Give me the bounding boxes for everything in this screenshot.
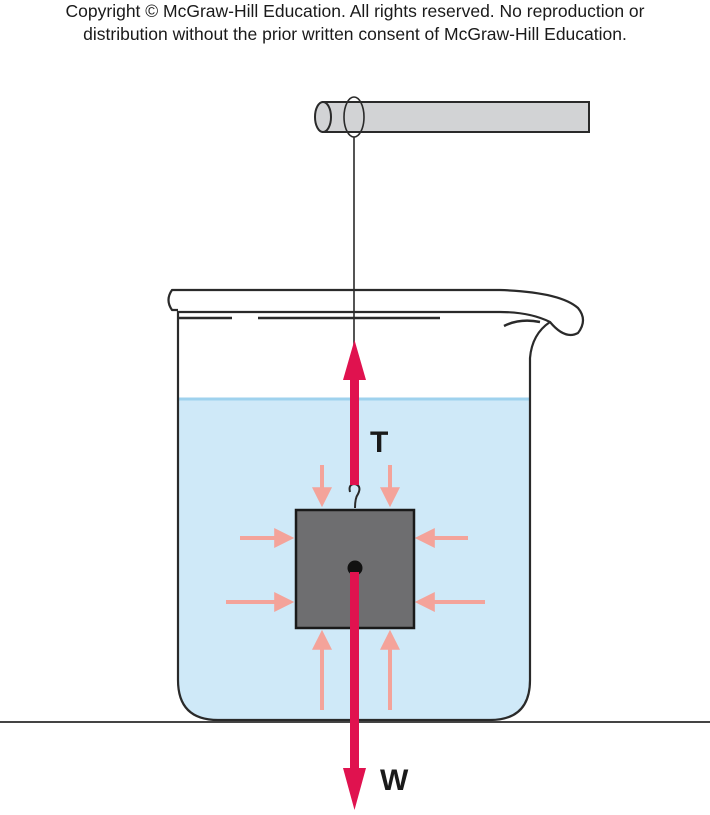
beaker-rim — [167, 288, 585, 337]
beaker-wall — [176, 310, 551, 722]
pressure-arrows — [226, 465, 485, 710]
tension-arrow — [343, 340, 366, 485]
beaker-back-rim — [178, 316, 541, 328]
copyright-line-2: distribution without the prior written c… — [83, 24, 627, 44]
weight-arrow — [343, 572, 366, 810]
hook — [348, 482, 361, 509]
copyright-line-1: Copyright © McGraw-Hill Education. All r… — [65, 1, 645, 21]
center-of-mass-dot — [347, 560, 363, 576]
copyright-notice: Copyright © McGraw-Hill Education. All r… — [0, 0, 710, 46]
tension-label: T — [370, 426, 388, 459]
support-rod — [314, 101, 590, 133]
weight-label: W — [380, 764, 409, 797]
